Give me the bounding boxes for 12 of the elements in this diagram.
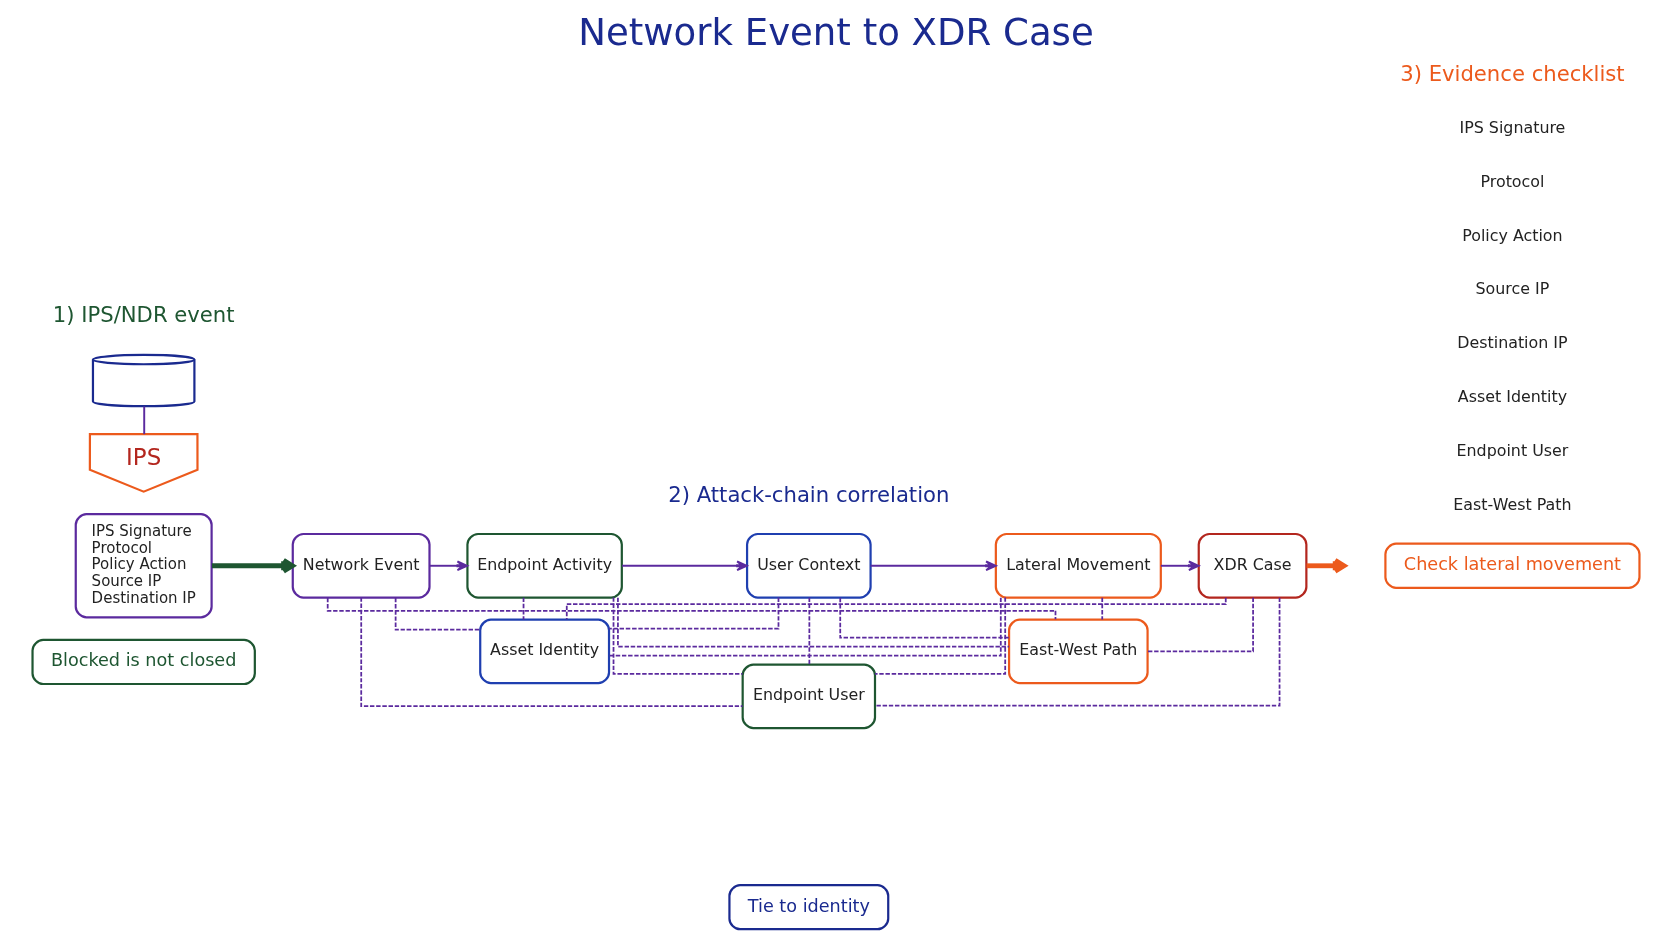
label: East-West Path	[1453, 494, 1572, 514]
label: 2) Attack-chain correlation	[668, 481, 950, 507]
label: Endpoint User	[1456, 440, 1569, 460]
diagram-title: Network Event to XDR Case	[578, 10, 1094, 54]
label: Protocol	[1480, 171, 1545, 191]
label: Asset Identity	[1457, 387, 1568, 407]
label: Policy Action	[1462, 225, 1563, 245]
label: 1) IPS/NDR event	[52, 302, 235, 328]
label: Destination IP	[1457, 333, 1568, 353]
label: 3) Evidence checklist	[1400, 60, 1625, 86]
label: IPS Signature	[1459, 117, 1566, 137]
label: Source IP	[1475, 279, 1550, 299]
